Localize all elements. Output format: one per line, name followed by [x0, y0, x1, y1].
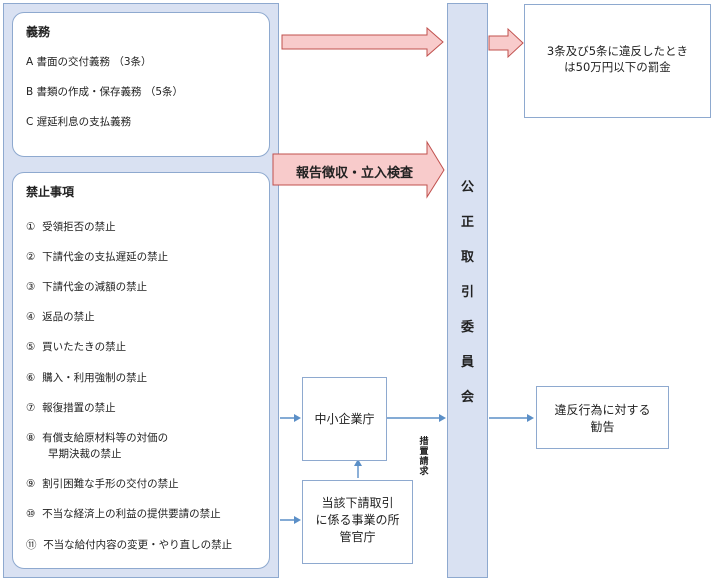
item-number: ③ [26, 281, 36, 293]
recommendation-line1: 違反行為に対する [554, 403, 651, 417]
prohibition-item-continued: 早期決裁の禁止 [48, 448, 122, 460]
item-text: 購入・利用強制の禁止 [42, 372, 148, 384]
ministry-line3: 管官庁 [339, 530, 376, 544]
prohibition-item: ⑥ 購入・利用強制の禁止 [26, 370, 147, 385]
prohibition-item: ⑨ 割引困難な手形の交付の禁止 [26, 476, 179, 491]
report-inspection-label: 報告徴収・立入検査 [296, 166, 414, 181]
commission-char: 委 [460, 320, 474, 335]
item-number: ① [26, 221, 36, 233]
obligation-item-a: A 書面の交付義務 （3条） [26, 56, 152, 68]
arrowhead [439, 414, 446, 422]
commission-char: 員 [460, 355, 474, 370]
prohibition-item: ⑦ 報復措置の禁止 [26, 400, 116, 415]
item-text: 不当な給付内容の変更・やり直しの禁止 [43, 539, 233, 551]
arrowhead [294, 516, 301, 524]
item-number: ④ [26, 311, 36, 323]
item-number: ⑤ [26, 341, 36, 353]
item-number: ⑦ [26, 402, 36, 414]
arrowhead [294, 414, 301, 422]
prohibition-item: ⑤ 買いたたきの禁止 [26, 339, 126, 354]
prohibitions-box: 禁止事項 ① 受領拒否の禁止 ② 下請代金の支払遅延の禁止 ③ 下請代金の減額の… [12, 172, 270, 569]
arrow-to-commission [281, 26, 444, 58]
arrowhead [527, 414, 534, 422]
item-number: ⑥ [26, 372, 36, 384]
item-number: ⑩ [26, 508, 36, 520]
item-text: 返品の禁止 [42, 311, 95, 323]
prohibition-item: ⑪ 不当な給付内容の変更・やり直しの禁止 [26, 537, 232, 552]
measure-request-label: 措 置 請 求 [419, 437, 429, 477]
arrowhead [354, 459, 362, 466]
ministry-box: 当該下請取引 に係る事業の所 管官庁 [302, 480, 413, 564]
arrow-report-inspection [272, 140, 445, 199]
recommendation-line2: 勧告 [590, 420, 615, 434]
item-text: 受領拒否の禁止 [42, 221, 116, 233]
penalty-box: 3条及び5条に違反したとき は50万円以下の罰金 [524, 4, 711, 118]
penalty-line2: は50万円以下の罰金 [564, 60, 671, 74]
obligations-box: 義務 A 書面の交付義務 （3条） B 書類の作成・保存義務 （5条） C 遅延… [12, 12, 270, 157]
arrow-to-penalty [488, 27, 524, 59]
obligation-item-b: B 書類の作成・保存義務 （5条） [26, 86, 184, 98]
item-number: ⑧ [26, 432, 36, 444]
commission-char: 引 [460, 285, 474, 300]
prohibition-item: ③ 下請代金の減額の禁止 [26, 279, 147, 294]
prohibition-item: ② 下請代金の支払遅延の禁止 [26, 249, 168, 264]
prohibition-item: ⑩ 不当な経済上の利益の提供要請の禁止 [26, 506, 221, 521]
commission-char: 会 [460, 390, 474, 405]
prohibition-item: ④ 返品の禁止 [26, 309, 95, 324]
item-text: 不当な経済上の利益の提供要請の禁止 [42, 508, 221, 520]
prohibition-item: ⑧ 有償支給原材料等の対価の [26, 430, 168, 445]
item-text: 報復措置の禁止 [42, 402, 116, 414]
item-number: ② [26, 251, 36, 263]
item-text: 下請代金の減額の禁止 [42, 281, 148, 293]
commission-char: 公 [460, 180, 474, 195]
obligations-title: 義務 [26, 25, 51, 39]
commission-char: 取 [460, 250, 474, 265]
ministry-line2: に係る事業の所 [315, 513, 400, 527]
item-number: ⑪ [26, 539, 37, 551]
recommendation-box: 違反行為に対する 勧告 [536, 386, 669, 449]
penalty-line1: 3条及び5条に違反したとき [546, 44, 689, 58]
item-text: 下請代金の支払遅延の禁止 [42, 251, 169, 263]
fair-trade-commission: 公 正 取 引 委 員 会 [447, 3, 488, 578]
item-text: 買いたたきの禁止 [42, 341, 127, 353]
item-text: 割引困難な手形の交付の禁止 [42, 478, 179, 490]
obligation-item-c: C 遅延利息の支払義務 [26, 116, 132, 128]
item-number: ⑨ [26, 478, 36, 490]
prohibition-item: ① 受領拒否の禁止 [26, 219, 116, 234]
sme-agency-label: 中小企業庁 [314, 412, 375, 426]
ministry-line1: 当該下請取引 [321, 496, 394, 510]
sme-agency-box: 中小企業庁 [302, 377, 387, 461]
prohibitions-title: 禁止事項 [26, 185, 75, 199]
item-text: 有償支給原材料等の対価の [42, 432, 169, 444]
commission-char: 正 [460, 215, 474, 230]
